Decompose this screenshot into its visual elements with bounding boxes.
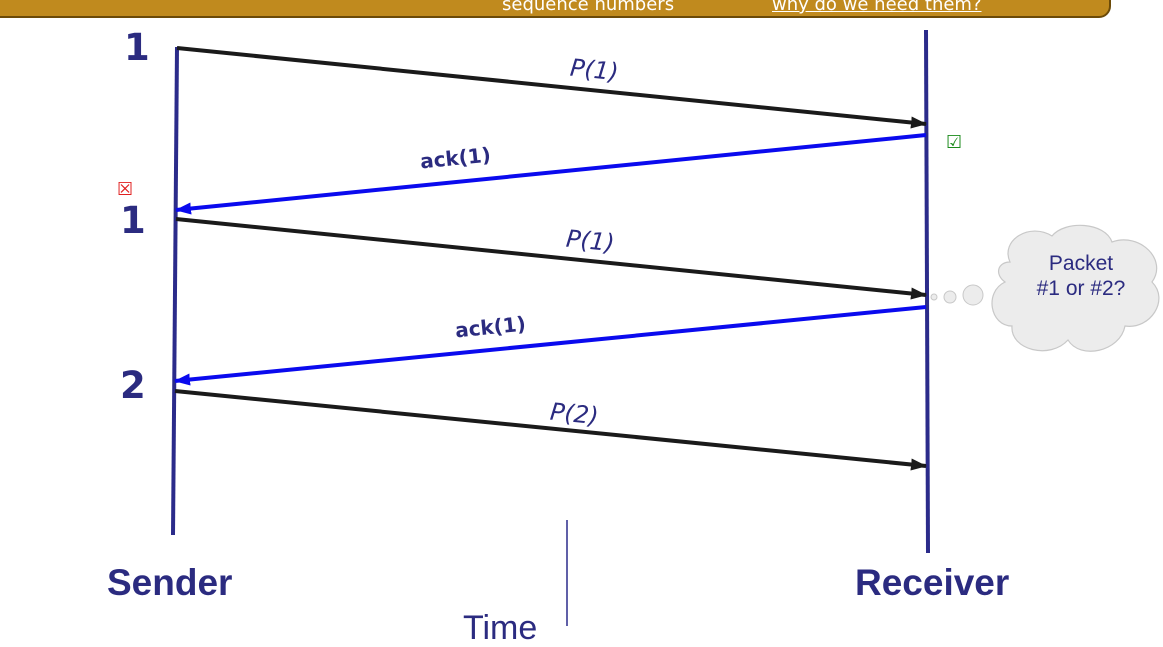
thought-line-2: #1 or #2? [1036,277,1126,301]
checked-box-icon: ☑ [946,132,963,153]
message-label-5: P(2) [548,397,600,431]
sequence-number-3: 2 [120,364,146,407]
message-label-2: ack(1) [418,142,492,174]
thought-line-1: Packet [1048,252,1114,275]
message-arrow-3 [175,217,927,300]
message-arrow-5 [174,389,927,471]
message-label-1: P(1) [568,53,620,87]
thought-bubble-text: Packet #1 or #2? [1016,251,1146,301]
sequence-diagram [171,29,1160,626]
time-label: Time [463,609,538,647]
message-label-4: ack(1) [453,311,527,343]
thought-bubble [930,224,1160,352]
receiver-label: Receiver [855,562,1010,603]
message-label-3: P(1) [564,224,616,258]
sender-timeline [171,46,179,536]
sender-label: Sender [107,562,233,603]
message-arrow-1 [176,46,927,129]
receiver-timeline [924,29,930,554]
title-bar: sequence numbers why do we need them? [0,0,1111,18]
title-fragment-right: why do we need them? [772,0,982,15]
x-box-icon: ☒ [117,179,134,200]
message-arrow-2 [175,133,927,215]
message-arrow-4 [174,305,927,386]
sequence-number-1: 1 [124,26,150,69]
sequence-number-2: 1 [120,199,146,242]
title-fragment-left: sequence numbers [502,0,675,15]
